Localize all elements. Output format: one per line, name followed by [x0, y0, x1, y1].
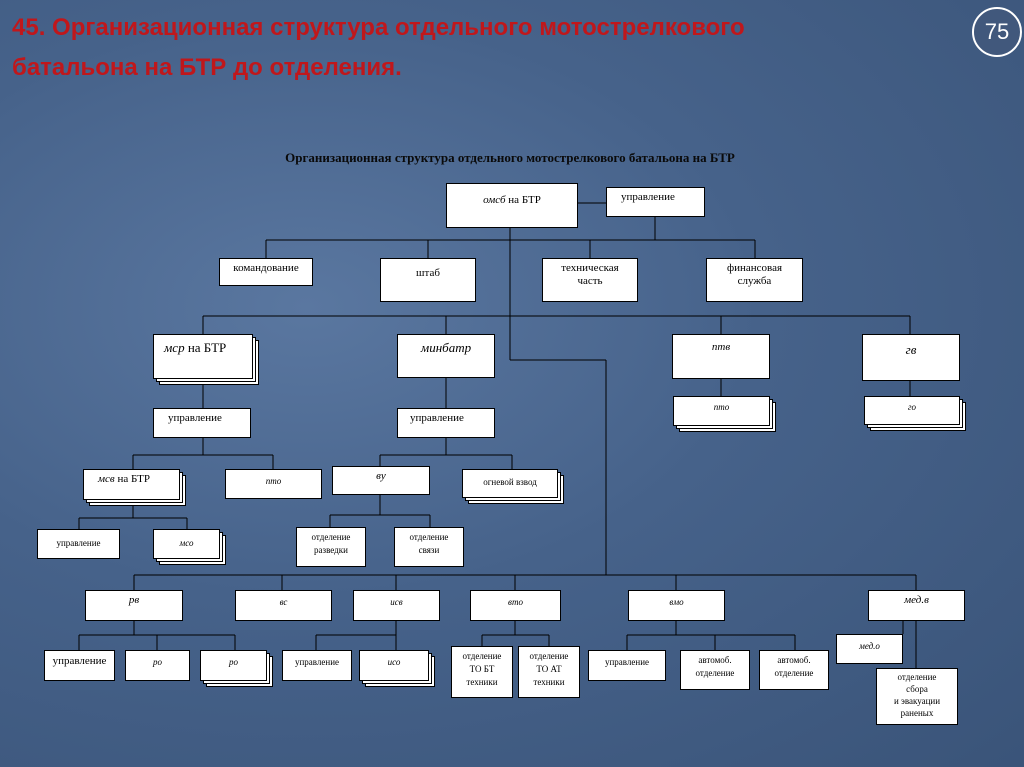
msr-suffix: на БТР	[184, 340, 227, 355]
msv-management-box: управление	[37, 529, 120, 559]
vmo-box: вмо	[628, 590, 725, 621]
comm-section-box: отделение связи	[394, 527, 464, 567]
fire-platoon-box: огневой взвод	[462, 469, 558, 498]
minbatr-management-box: управление	[397, 408, 495, 438]
slide-title-line-2: батальона на БТР до отделения.	[12, 54, 402, 81]
go-box: го	[864, 396, 960, 425]
tech-part-label: техническая часть	[561, 262, 619, 287]
msr-management-box: управление	[153, 408, 251, 438]
auto-section-box-1: автомоб. отделение	[680, 650, 750, 690]
evac-section-label: отделение сбора и эвакуации раненых	[893, 672, 941, 718]
minbatr-box: минбатр	[397, 334, 495, 378]
vu-box: ву	[332, 466, 430, 495]
slide-title: 45. Организационная структура отдельного…	[12, 8, 952, 88]
to-bt-section-box: отделение ТО БТ техники	[451, 646, 513, 698]
rv-management-box: управление	[44, 650, 115, 681]
vmo-management-box: управление	[588, 650, 666, 681]
auto-section-label-2: автомоб. отделение	[774, 655, 814, 678]
msv-abbr: мсв	[98, 473, 115, 485]
page-number-badge: 75	[972, 7, 1022, 57]
msr-box: мср на БТР	[153, 334, 253, 379]
to-bt-section-label: отделение ТО БТ техники	[462, 651, 502, 687]
diagram-title: Организационная структура отдельного мот…	[285, 150, 735, 165]
msr-abbr: мср	[164, 340, 185, 355]
isv-box: исв	[353, 590, 440, 621]
tech-part-box: техническая часть	[542, 258, 638, 302]
vto-box: вто	[470, 590, 561, 621]
slide-title-line-1: 45. Организационная структура отдельного…	[12, 14, 745, 41]
msv-suffix: на БТР	[114, 473, 150, 485]
recon-section-box: отделение разведки	[296, 527, 366, 567]
msv-box: мсв на БТР	[83, 469, 180, 500]
comm-section-label: отделение связи	[409, 532, 449, 555]
vs-box: вс	[235, 590, 332, 621]
omsb-box: омсб на БТР	[446, 183, 578, 228]
iso-box: исо	[359, 650, 429, 681]
medv-box: мед.в	[868, 590, 965, 621]
omsb-abbr: омсб	[483, 194, 506, 206]
ro-box-2: ро	[200, 650, 267, 681]
msr-pto-box: пто	[225, 469, 322, 499]
medo-box: мед.о	[836, 634, 903, 664]
command-box: командование	[219, 258, 313, 286]
ptv-pto-box: пто	[673, 396, 770, 426]
ptv-box: птв	[672, 334, 770, 379]
rv-box: рв	[85, 590, 183, 621]
to-at-section-box: отделение ТО АТ техники	[518, 646, 580, 698]
gv-box: гв	[862, 334, 960, 381]
auto-section-label-1: автомоб. отделение	[695, 655, 735, 678]
finance-box: финансовая служба	[706, 258, 803, 302]
recon-section-label: отделение разведки	[311, 532, 351, 555]
ro-box-1: ро	[125, 650, 190, 681]
omsb-suffix: на БТР	[505, 194, 541, 206]
mso-box: мсо	[153, 529, 220, 559]
finance-label: финансовая служба	[726, 262, 783, 287]
omsb-management-box: управление	[606, 187, 705, 217]
isv-management-box: управление	[282, 650, 352, 681]
to-at-section-label: отделение ТО АТ техники	[529, 651, 569, 687]
evac-section-box: отделение сбора и эвакуации раненых	[876, 668, 958, 725]
staff-box: штаб	[380, 258, 476, 302]
auto-section-box-2: автомоб. отделение	[759, 650, 829, 690]
